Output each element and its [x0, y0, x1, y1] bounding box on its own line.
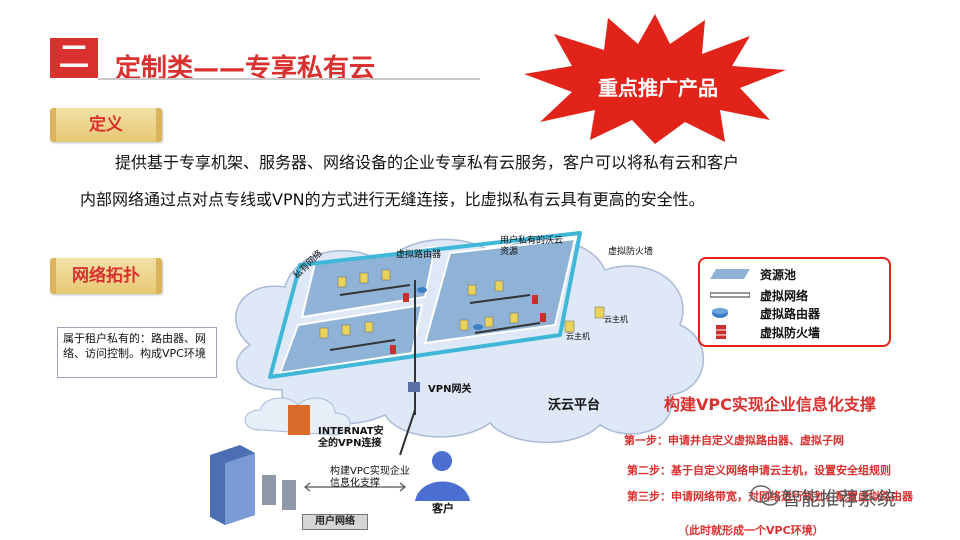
vpn-gateway-icon — [408, 382, 420, 392]
legend-label: 虚拟网络 — [760, 289, 809, 303]
legend-label: 虚拟路由器 — [760, 307, 821, 321]
platform-label: 沃云平台 — [548, 398, 601, 413]
legend-label: 虚拟防火墙 — [760, 326, 821, 340]
virtual-network-icon — [710, 292, 750, 298]
building-icon — [210, 445, 255, 525]
definition-label: 定义 — [50, 108, 162, 142]
vpn-gateway-label: VPN网关 — [428, 384, 472, 395]
firewall-icons — [390, 293, 546, 354]
device-icons — [262, 475, 296, 510]
topology-diagram — [210, 231, 705, 525]
steps-title: 构建VPC实现企业信息化支撑 — [664, 395, 876, 414]
internet-cloud-icon — [244, 397, 351, 436]
step-1: 第一步：申请并自定义虚拟路由器、虚拟子网 — [624, 434, 844, 447]
customer-label: 客户 — [432, 502, 454, 515]
virtual-router-label: 虚拟路由器 — [396, 250, 442, 260]
router-icons — [417, 287, 483, 330]
platform-left — [278, 245, 437, 375]
section-number: 二 — [50, 38, 98, 78]
virtual-router-icon — [712, 308, 728, 318]
customer-icon — [415, 451, 470, 501]
virtual-firewall-label: 虚拟防火墙 — [608, 247, 654, 257]
legend-box: 资源池 虚拟网络 虚拟路由器 虚拟防火墙 — [698, 257, 891, 347]
virtual-firewall-icon — [716, 325, 726, 339]
user-resources-label: 用户私有的沃云资源 — [500, 236, 564, 257]
legend-label: 资源池 — [760, 268, 797, 282]
definition-line-1: 提供基于专享机架、服务器、网络设备的企业专享私有云服务，客户可以将私有云和客户 — [115, 153, 740, 172]
title-divider — [98, 78, 480, 80]
step-result: （此时就形成一个VPC环境） — [678, 524, 824, 537]
tenant-note: 属于租户私有的：路由器、网络、访问控制。构成VPC环境 — [57, 327, 217, 378]
resource-pool-icon — [710, 269, 750, 279]
definition-line-2: 内部网络通过点对点专线或VPN的方式进行无缝连接，比虚拟私有云具有更高的安全性。 — [80, 190, 705, 209]
watermark: 智能推荐系统 — [782, 488, 897, 510]
step-2: 第二步：基于自定义网络申请云主机，设置安全组规则 — [627, 464, 891, 477]
badge-text: 重点推广产品 — [598, 76, 718, 100]
connection-arrow — [304, 482, 406, 492]
cloud-host-label-2: 云主机 — [566, 332, 590, 341]
server-icons — [319, 269, 605, 339]
platform-outline — [268, 231, 582, 379]
topology-label: 网络拓扑 — [50, 258, 162, 294]
user-network-label: 用户网络 — [302, 514, 368, 530]
starburst-badge-icon — [524, 14, 786, 144]
build-vpc-label: 构建VPC实现企业信息化支撑 — [330, 466, 410, 489]
cloud-host-label: 云主机 — [604, 315, 628, 324]
internet-vpn-label: INTERNAT安全的VPN连接 — [318, 426, 384, 449]
wechat-icon — [750, 485, 779, 506]
